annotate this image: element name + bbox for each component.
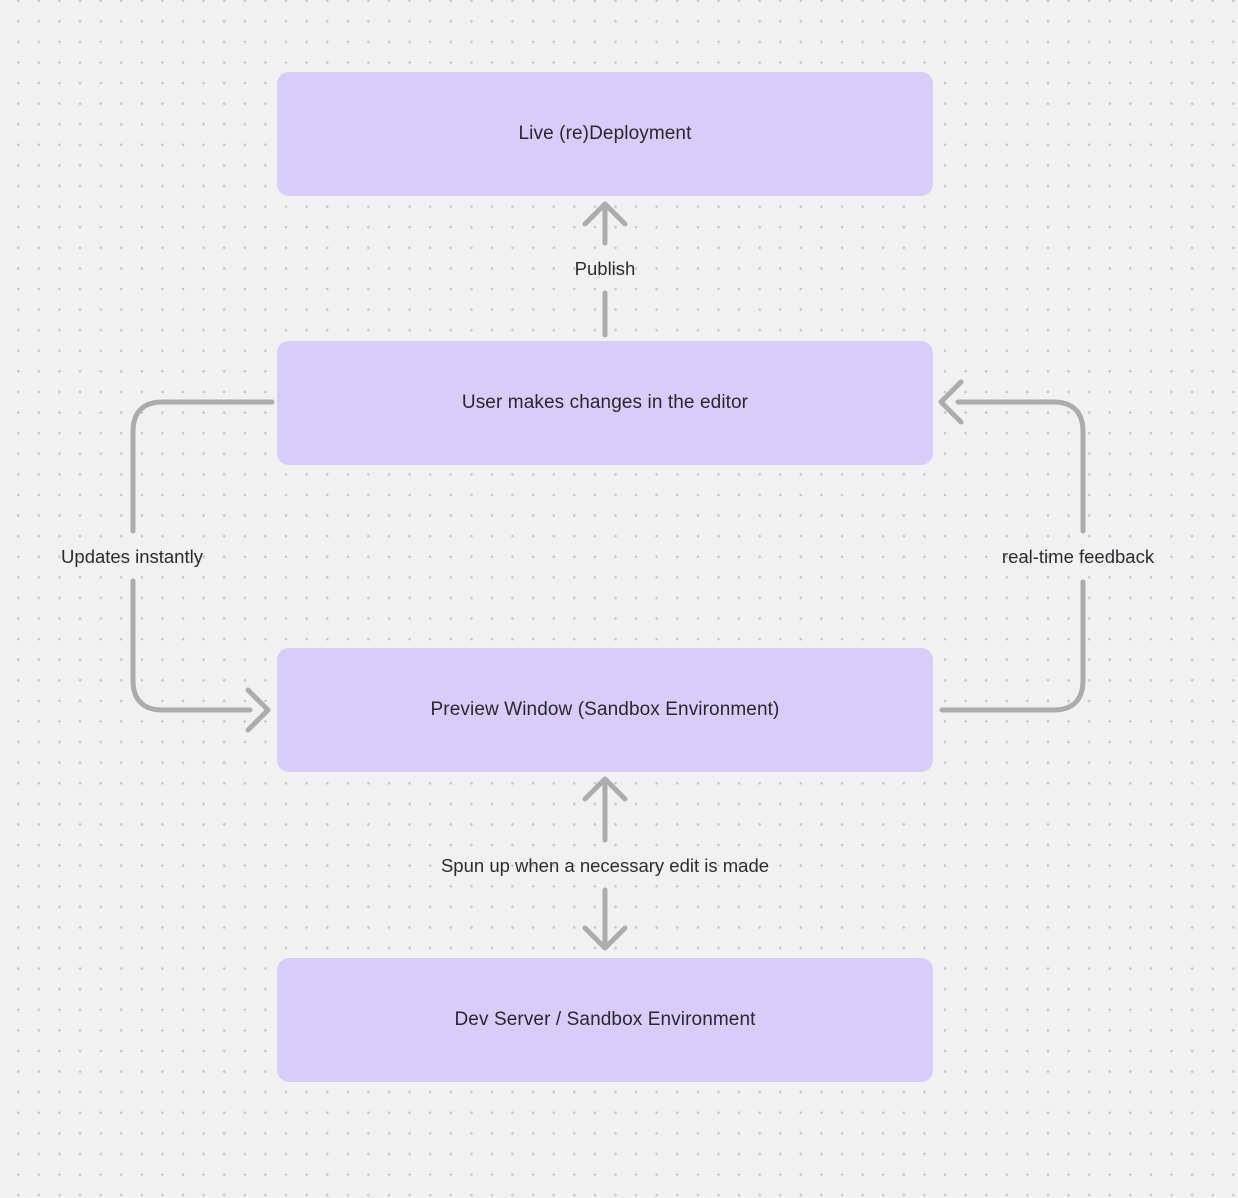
node-label: Preview Window (Sandbox Environment) xyxy=(430,699,780,720)
arrowhead-up-icon xyxy=(582,201,628,227)
edge-label-real-time-feedback: real-time feedback xyxy=(1001,546,1155,567)
node-label: Dev Server / Sandbox Environment xyxy=(454,1009,756,1030)
node-label: User makes changes in the editor xyxy=(461,392,749,413)
edge-label-publish: Publish xyxy=(574,258,636,279)
node-dev-server[interactable]: Dev Server / Sandbox Environment xyxy=(277,958,933,1082)
arrowhead-left-icon xyxy=(938,379,964,425)
node-label: Live (re)Deployment xyxy=(518,123,692,144)
node-live-redeployment[interactable]: Live (re)Deployment xyxy=(277,72,933,196)
node-user-changes[interactable]: User makes changes in the editor xyxy=(277,341,933,465)
edge-label-updates-instantly: Updates instantly xyxy=(61,546,203,567)
arrowhead-up-icon xyxy=(582,776,628,802)
arrowhead-right-icon xyxy=(245,687,271,733)
edge-label-spun-up: Spun up when a necessary edit is made xyxy=(440,855,770,876)
node-preview-window[interactable]: Preview Window (Sandbox Environment) xyxy=(277,648,933,772)
arrowhead-down-icon xyxy=(582,925,628,951)
